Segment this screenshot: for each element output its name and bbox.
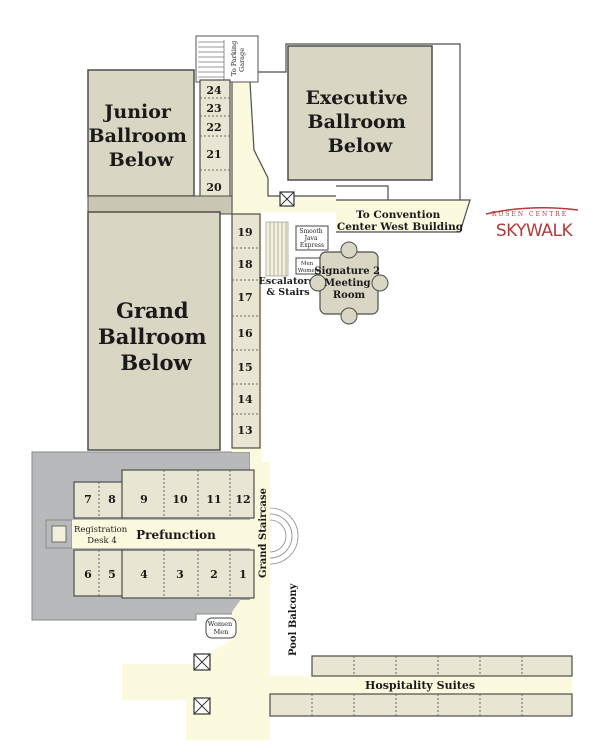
room-1[interactable]: 1 — [239, 568, 247, 581]
restroom-lower-label: Women Men — [208, 620, 234, 636]
hospitality-label: Hospitality Suites — [365, 679, 475, 692]
skywalk-logo: SKYWALK — [496, 221, 574, 241]
hospitality-hallway — [186, 676, 572, 694]
prefunction-rooms-bottom — [73, 549, 255, 599]
main-hallway — [122, 82, 336, 740]
pool-balcony-label: Pool Balcony — [288, 582, 299, 656]
escalators-icon — [265, 221, 289, 277]
grand-ballroom-label: Grand Ballroom Below — [98, 298, 214, 375]
grand-staircase-icon — [269, 507, 299, 565]
skywalk-border — [336, 199, 471, 233]
junior-ballroom-label: Junior Ballroom Below — [89, 101, 194, 171]
executive-ballroom[interactable] — [287, 45, 433, 181]
room-5[interactable]: 5 — [108, 568, 116, 581]
skywalk-corridor — [336, 200, 470, 232]
cafe-label: Smooth Java Express — [299, 228, 324, 249]
prefunction-rooms-top — [73, 469, 255, 519]
parking-label: To Parking — [230, 41, 238, 76]
prefunction-label: Prefunction — [136, 528, 216, 542]
convention-outline — [336, 185, 389, 200]
grand-ballroom[interactable] — [87, 211, 221, 451]
registration-label: Registration Desk 4 — [74, 525, 130, 546]
room-15[interactable]: 15 — [237, 361, 252, 374]
skywalk-swoosh — [485, 207, 579, 215]
executive-ballroom-label: Executive Ballroom Below — [305, 87, 414, 157]
grand-staircase-label: Grand Staircase — [258, 488, 269, 578]
hospitality-suites[interactable] — [269, 655, 573, 717]
room-17[interactable]: 17 — [237, 291, 252, 304]
registration-alcove-inner — [51, 525, 67, 543]
elevator-upper[interactable] — [279, 191, 295, 207]
executive-outline — [258, 43, 461, 200]
room-16[interactable]: 16 — [237, 327, 253, 340]
room-10[interactable]: 10 — [172, 493, 188, 506]
room-18[interactable]: 18 — [237, 258, 253, 271]
convention-label[interactable]: To Convention Center West Building — [337, 209, 464, 233]
room-22[interactable]: 22 — [206, 121, 221, 134]
prefunction-hallway — [72, 520, 254, 548]
restroom-upper-label: Men Women — [298, 261, 319, 274]
elevator-lower-2[interactable] — [193, 697, 211, 715]
parking-label-2: Garage — [238, 48, 246, 72]
signature-label: Signature 2 Meeting Room — [314, 266, 383, 301]
room-21[interactable]: 21 — [206, 148, 221, 161]
room-24[interactable]: 24 — [206, 84, 222, 97]
room-3[interactable]: 3 — [176, 568, 184, 581]
elevator-lower-1[interactable] — [193, 653, 211, 671]
skywalk-brand: ROSEN CENTRE — [492, 211, 568, 218]
room-11[interactable]: 11 — [206, 493, 221, 506]
escalators-label: Escalators & Stairs — [259, 276, 318, 298]
room-column-middle — [231, 213, 261, 449]
room-6[interactable]: 6 — [84, 568, 92, 581]
room-8[interactable]: 8 — [108, 493, 116, 506]
room-13[interactable]: 13 — [237, 424, 252, 437]
room-23[interactable]: 23 — [206, 102, 221, 115]
room-20[interactable]: 20 — [206, 181, 222, 194]
signature-room[interactable] — [309, 241, 389, 325]
room-2[interactable]: 2 — [210, 568, 218, 581]
parking-garage-bridge[interactable] — [195, 35, 259, 83]
room-4[interactable]: 4 — [140, 568, 148, 581]
junior-ballroom[interactable] — [87, 69, 195, 197]
room-14[interactable]: 14 — [237, 393, 253, 406]
room-19[interactable]: 19 — [237, 226, 252, 239]
room-12[interactable]: 12 — [235, 493, 250, 506]
cafe[interactable] — [295, 225, 329, 251]
room-column-upper — [199, 79, 231, 205]
room-9[interactable]: 9 — [140, 493, 148, 506]
room-7[interactable]: 7 — [84, 493, 92, 506]
restroom-lower[interactable] — [205, 617, 237, 639]
